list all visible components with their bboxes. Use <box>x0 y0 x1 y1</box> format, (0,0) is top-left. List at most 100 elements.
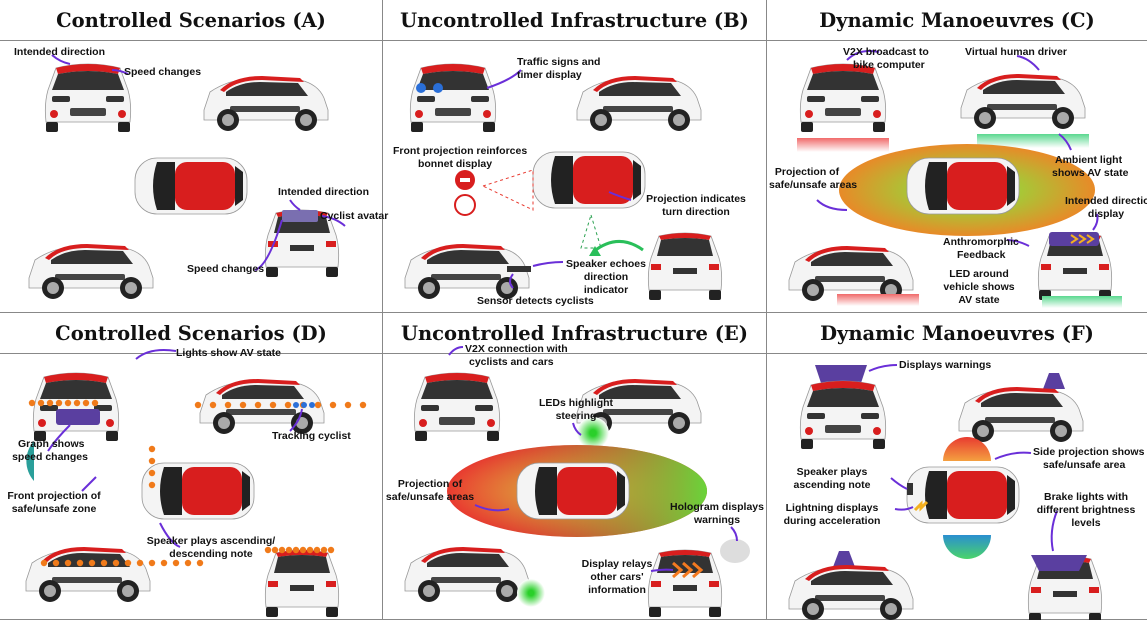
annotation: Sensor detects cyclists <box>477 295 594 307</box>
car-side-view <box>199 379 325 434</box>
side-projection-green <box>943 535 991 559</box>
car-top-view <box>906 157 1020 215</box>
led-dots <box>148 445 156 489</box>
car-front-view <box>32 372 120 441</box>
arrow <box>289 199 301 211</box>
ambient-light-red <box>797 138 889 152</box>
panel-a: Controlled Scenarios (A) Intended direct… <box>0 0 388 312</box>
timer-icon <box>433 83 443 93</box>
hologram-icon <box>720 539 750 563</box>
annotation: Speaker plays ascending/ <box>146 535 276 547</box>
annotation: LEDs highlight <box>538 397 614 409</box>
panel-e-illustration <box>404 346 750 617</box>
annotation: AV state <box>958 294 1000 306</box>
led-strip-green <box>1042 296 1122 308</box>
arrow <box>994 451 1032 460</box>
arrow <box>868 364 898 372</box>
panel-divider-vertical-1 <box>382 0 383 620</box>
car-side-view <box>576 76 702 131</box>
led-wheel-highlight <box>517 579 545 607</box>
panel-e: Uncontrolled Infrastructure (E) <box>383 313 766 620</box>
annotation: Intended direction <box>1065 195 1147 207</box>
annotation: steering <box>555 410 597 422</box>
annotation: Brake lights with <box>1043 491 1128 503</box>
no-entry-sign-icon <box>455 170 475 190</box>
car-top-view <box>141 462 255 520</box>
annotation: direction <box>583 271 629 283</box>
panel-d-title: Controlled Scenarios (D) <box>0 313 382 354</box>
annotation: Speaker plays <box>796 466 868 478</box>
led-dots <box>194 401 367 409</box>
side-projection-red <box>943 437 991 461</box>
car-top-view <box>516 462 630 520</box>
arrow <box>894 506 914 511</box>
panel-c-title: Dynamic Manoeuvres (C) <box>767 0 1147 41</box>
panel-c: Dynamic Manoeuvres (C) <box>767 0 1147 312</box>
car-rear-view <box>647 232 723 300</box>
annotation: during acceleration <box>783 515 881 527</box>
timer-icon <box>454 194 476 216</box>
arrow <box>81 476 97 492</box>
car-side-view <box>404 547 530 602</box>
annotation: Front projection reinforces <box>393 145 528 157</box>
panel-f-title: Dynamic Manoeuvres (F) <box>767 313 1147 354</box>
car-top-view <box>532 151 646 209</box>
traffic-sign-icon <box>416 83 426 93</box>
annotation: Hologram displays <box>670 501 764 513</box>
arrow <box>650 568 674 572</box>
avatar-display <box>282 210 318 222</box>
front-projection-icon <box>481 169 534 211</box>
annotation: different brightness <box>1036 504 1136 516</box>
arrow <box>474 504 510 512</box>
annotation: Displays warnings <box>899 359 992 371</box>
annotation: safe/unsafe areas <box>769 179 858 191</box>
annotation: warnings <box>693 514 741 526</box>
car-side-view <box>788 565 914 620</box>
warning-display-shape <box>1043 373 1065 389</box>
annotation: Front projection of <box>7 490 101 502</box>
panel-b: Uncontrolled Infrastructure (B) Traffic … <box>383 0 766 312</box>
safe-unsafe-projection <box>447 445 707 537</box>
annotation: bike computer <box>853 59 925 71</box>
annotation: Speed changes <box>187 263 265 275</box>
annotation: Anthromorphic <box>943 236 1019 248</box>
car-side-view <box>960 74 1086 129</box>
annotation: Display relays <box>581 558 653 570</box>
annotation: Projection indicates <box>646 193 746 205</box>
annotation: Ambient light <box>1055 154 1123 166</box>
annotation: turn direction <box>662 206 730 218</box>
car-side-view <box>203 76 329 131</box>
annotation: information <box>588 584 646 596</box>
turn-arrow-icon <box>592 240 644 254</box>
car-rear-view <box>1037 232 1113 300</box>
annotation: bonnet display <box>417 158 493 170</box>
speed-graph-display <box>56 409 100 425</box>
annotation: timer display <box>517 69 582 81</box>
car-front-view <box>44 63 132 132</box>
annotation: descending note <box>169 548 253 560</box>
panel-a-title: Controlled Scenarios (A) <box>0 0 382 41</box>
arrow <box>608 191 632 201</box>
car-rear-view <box>1027 555 1103 620</box>
annotation: Intended direction <box>278 186 370 198</box>
annotation: ascending note <box>793 479 871 491</box>
led-dots <box>28 399 99 407</box>
car-rear-view <box>264 549 340 617</box>
car-side-view <box>404 244 530 299</box>
lightning-icon <box>913 500 929 512</box>
annotation: safe/unsafe area <box>1043 459 1126 471</box>
car-side-view <box>958 387 1084 442</box>
panel-divider-vertical-2 <box>766 0 767 620</box>
arrow <box>816 199 848 211</box>
arrow <box>730 526 738 542</box>
brake-light-display <box>1031 555 1087 571</box>
annotation: safe/unsafe areas <box>385 491 475 503</box>
car-side-view <box>25 547 151 602</box>
arrow <box>289 408 303 432</box>
annotation: display <box>1087 208 1125 220</box>
car-rear-view <box>647 549 723 617</box>
chevron-display <box>672 561 704 579</box>
annotation: V2X connection with <box>465 343 568 355</box>
turn-projection-icon <box>580 213 602 249</box>
annotation: Tracking cyclist <box>272 430 351 442</box>
